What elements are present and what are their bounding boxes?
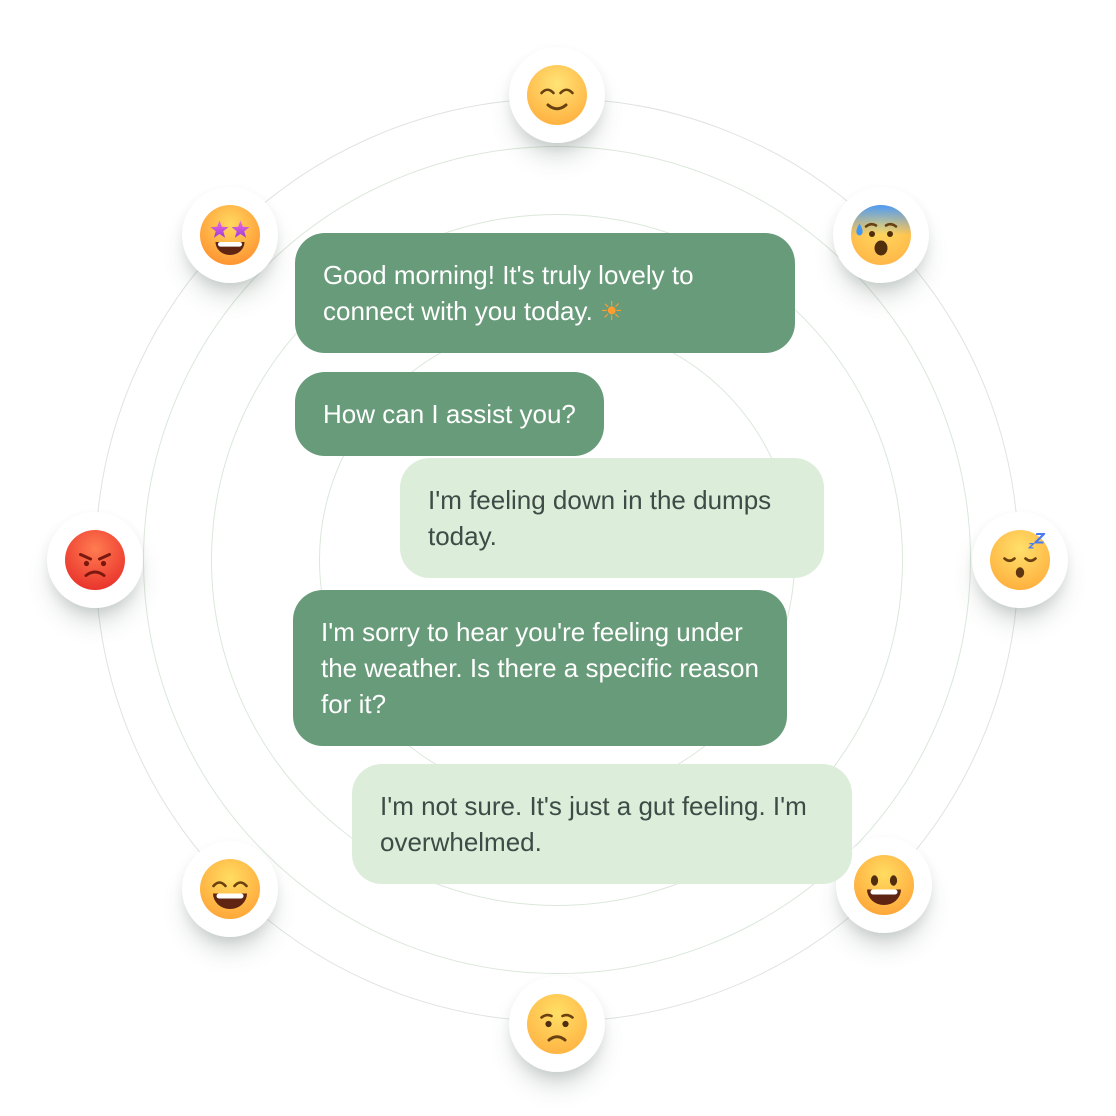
bot-message-bubble: I'm sorry to hear you're feeling under t… (293, 590, 787, 746)
anxious-face-with-sweat-emoji-icon (851, 205, 911, 265)
worried-face-emoji-badge (509, 976, 605, 1072)
relieved-face-emoji-icon (527, 65, 587, 125)
svg-text:Z: Z (1034, 532, 1046, 548)
star-struck-emoji-badge (182, 187, 278, 283)
enraged-face-emoji-icon (65, 530, 125, 590)
grinning-face-with-smiling-eyes-emoji-icon (200, 859, 260, 919)
user-message-bubble: I'm not sure. It's just a gut feeling. I… (352, 764, 852, 884)
anxious-face-with-sweat-emoji-badge (833, 187, 929, 283)
grinning-face-with-big-eyes-emoji-icon (854, 855, 914, 915)
user-message-text: I'm feeling down in the dumps today. (428, 485, 772, 551)
sun-emoji-icon: ☀ (600, 296, 624, 326)
bot-message-text: How can I assist you? (323, 399, 576, 429)
star-struck-emoji-icon (200, 205, 260, 265)
user-message-text: I'm not sure. It's just a gut feeling. I… (380, 791, 807, 857)
bot-message-bubble: Good morning! It's truly lovely to conne… (295, 233, 795, 353)
svg-text:z: z (1028, 541, 1035, 552)
bot-message-text: Good morning! It's truly lovely to conne… (323, 260, 694, 326)
orbit-ring-second (143, 146, 971, 974)
enraged-face-emoji-badge (47, 512, 143, 608)
orbit-ring-third (211, 214, 903, 906)
bot-message-text: I'm sorry to hear you're feeling under t… (321, 617, 759, 719)
grinning-face-with-smiling-eyes-emoji-badge (182, 841, 278, 937)
relieved-face-emoji-badge (509, 47, 605, 143)
worried-face-emoji-icon (527, 994, 587, 1054)
user-message-bubble: I'm feeling down in the dumps today. (400, 458, 824, 578)
bot-message-bubble: How can I assist you? (295, 372, 604, 456)
grinning-face-with-big-eyes-emoji-badge (836, 837, 932, 933)
